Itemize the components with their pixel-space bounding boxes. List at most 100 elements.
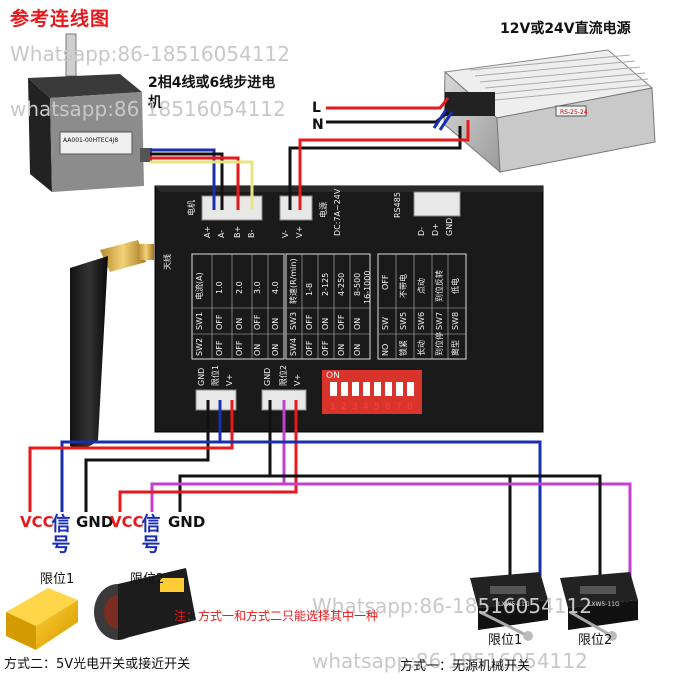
motor-pin-b-plus: B+: [233, 225, 242, 238]
psu-wires: [288, 97, 470, 210]
mode-item-1: 不带电: [399, 274, 408, 298]
watermark-3: Whatsapp:86-18516054112: [312, 594, 592, 618]
switch-model-1: LXW5-11G: [498, 601, 530, 608]
sw6-value: 长动: [417, 340, 426, 356]
sw8-value: 离型: [451, 340, 460, 356]
dip-number-2: 2: [341, 402, 347, 412]
sw-a-r3c2: ON: [253, 343, 262, 356]
speed-value-4: 8-500: [353, 272, 362, 296]
sensor-limit2-label: 限位2: [130, 572, 165, 587]
sw8-label: SW8: [451, 311, 460, 330]
speed-header: 转速(R/min): [289, 258, 298, 304]
current-value-4: 4.0: [271, 281, 280, 294]
sw-a-r1c1: OFF: [215, 314, 224, 331]
switch-model-2: LXW5-11G: [588, 601, 620, 608]
method-1-caption: 方式一：无源机械开关: [400, 659, 531, 674]
diagram-title: 参考连线图: [10, 8, 111, 30]
watermark-1: Whatsapp:86-18516054112: [10, 42, 290, 66]
signal-label-1: 信号: [51, 513, 71, 556]
antenna: [70, 240, 154, 448]
vcc-label-1: VCC: [20, 513, 54, 531]
dip-number-6: 6: [385, 402, 391, 412]
limit2-pin-vplus: V+: [293, 373, 302, 386]
psu-label: 12V或24V直流电源: [500, 21, 631, 37]
rs485-pin-d-minus: D-: [417, 226, 426, 236]
current-value-1: 1.0: [215, 281, 224, 294]
line-L-label: L: [312, 100, 321, 116]
dip-number-3: 3: [352, 402, 358, 412]
watermark-2: whatsapp:86 18516054112: [10, 97, 286, 121]
method-2-caption: 方式二：5V光电开关或接近开关: [4, 657, 191, 672]
psu-model-text: RS-25-24: [560, 109, 588, 116]
sw5-label: SW5: [399, 311, 408, 330]
switch-limit1-label: 限位1: [488, 633, 523, 648]
stepper-motor: AA001-00HTEC4J8: [28, 33, 152, 192]
antenna-label: 天线: [163, 254, 172, 270]
motor-pin-b-minus: B-: [247, 229, 256, 238]
current-value-3: 3.0: [253, 281, 262, 294]
limit1-pin-signal: 限位1: [211, 364, 220, 386]
dip-number-1: 1: [330, 402, 336, 412]
limit1-pin-gnd: GND: [197, 367, 206, 386]
sw7-value: 到位停: [435, 332, 444, 356]
note-text: 注：方式一和方式二只能选择其中一种: [174, 609, 379, 623]
rs485-pin-gnd: GND: [445, 217, 454, 236]
gnd-label-2: GND: [168, 513, 206, 531]
dip-number-5: 5: [374, 402, 380, 412]
motor-model-text: AA001-00HTEC4J8: [63, 137, 118, 144]
watermark-4: whatsapp:86 18516054112: [312, 649, 588, 673]
motor-wires: [150, 148, 254, 210]
sw-c-header: SW: [381, 317, 390, 330]
speed-value-1: 1-8: [305, 282, 314, 296]
power-port-label: 电源: [319, 202, 328, 218]
sw4-label: SW4: [289, 337, 298, 356]
proximity-sensor: [6, 588, 78, 650]
sw3-label: SW3: [289, 311, 298, 330]
mode-item-2: 点动: [417, 278, 426, 294]
motor-pin-a-minus: A-: [217, 229, 226, 238]
sw-b-r3c1: OFF: [337, 314, 346, 331]
dip-number-7: 7: [396, 402, 402, 412]
limit-wires: [28, 400, 632, 588]
current-value-2: 2.0: [235, 281, 244, 294]
motor-label: 2相4线或6线步进电机: [148, 75, 276, 111]
sw-b-r1c2: OFF: [305, 340, 314, 357]
limit1-pin-vplus: V+: [225, 373, 234, 386]
sw-a-r4c1: ON: [271, 317, 280, 330]
sw-b-r1c1: OFF: [305, 314, 314, 331]
current-header: 电流(A): [195, 272, 204, 300]
sw-b-r4c2: ON: [353, 343, 362, 356]
motor-pin-a-plus: A+: [203, 225, 212, 238]
motor-port-label: 电机: [187, 200, 196, 216]
vcc-label-2: VCC: [110, 513, 144, 531]
sw1-label: SW1: [195, 311, 204, 330]
dip-number-4: 4: [363, 402, 369, 412]
micro-switch-2: [560, 572, 638, 641]
sw-a-r3c1: OFF: [253, 314, 262, 331]
mode-item-4: 低电: [451, 278, 460, 294]
sw-a-r2c1: ON: [235, 317, 244, 330]
dip-on-label: ON: [326, 371, 340, 381]
speed-value-5: 16-1000: [363, 270, 372, 304]
sw7-label: SW7: [435, 311, 444, 330]
rs485-pin-d-plus: D+: [431, 223, 440, 236]
limit2-pin-signal: 限位2: [279, 364, 288, 386]
dip-number-8: 8: [407, 402, 413, 412]
signal-label-2: 信号: [141, 513, 161, 556]
speed-value-2: 2-125: [321, 272, 330, 296]
sw-b-r2c2: OFF: [321, 340, 330, 357]
micro-switch-1: [470, 572, 548, 641]
switch-limit2-label: 限位2: [578, 633, 613, 648]
power-spec-label: DC:7A~24V: [333, 188, 342, 236]
gnd-label-1: GND: [76, 513, 114, 531]
sw-b-r2c1: ON: [321, 317, 330, 330]
sw-b-r4c1: ON: [353, 317, 362, 330]
sw-a-r2c2: OFF: [235, 340, 244, 357]
photoelectric-sensor: [94, 568, 196, 640]
mode-item-3: 到位反转: [435, 270, 444, 302]
speed-value-3: 4-250: [337, 272, 346, 296]
power-supply: RS-25-24: [443, 49, 656, 174]
sensor-limit1-label: 限位1: [40, 572, 75, 587]
power-pin-v-plus: V+: [295, 225, 304, 238]
